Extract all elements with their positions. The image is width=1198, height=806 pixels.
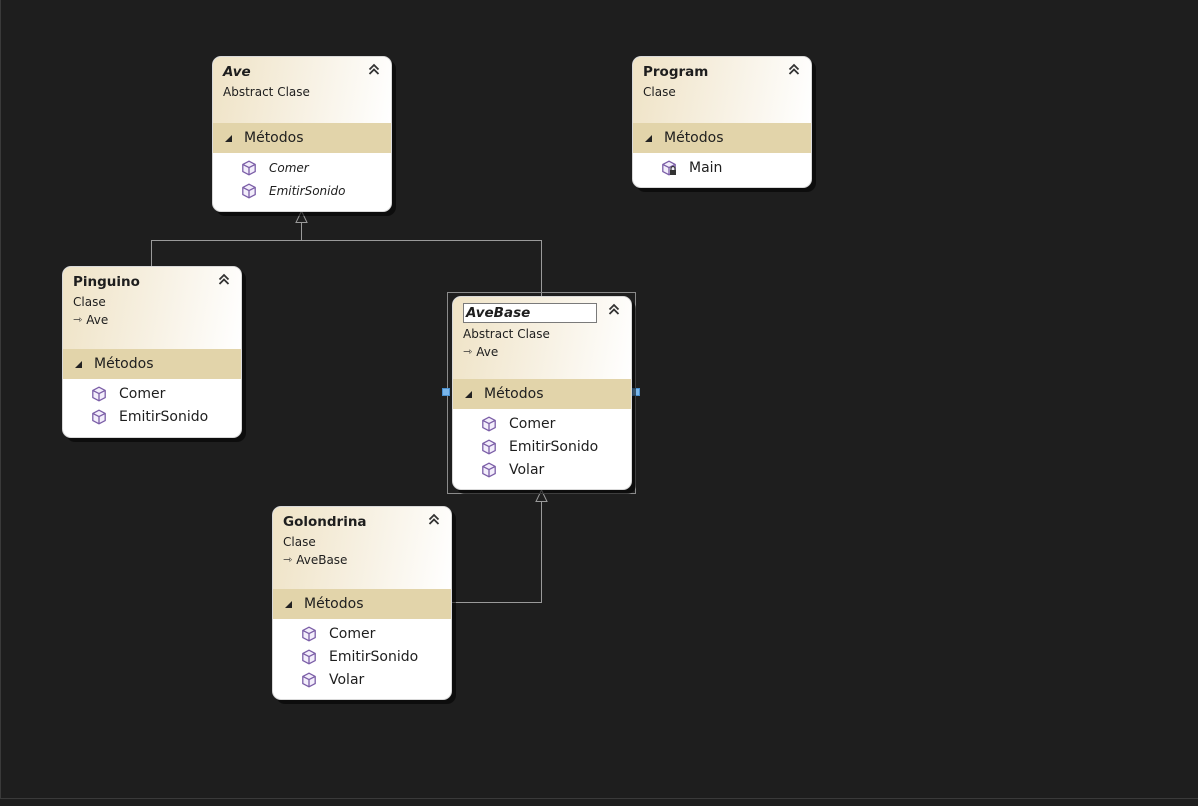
method-lock-icon [661,160,676,176]
connector-avebase-to-ave [301,240,542,296]
methods-section-header[interactable]: Métodos [213,123,391,153]
class-kind: Clase [643,85,676,99]
class-name[interactable]: Pinguino [73,274,140,290]
class-shape-avebase[interactable]: AveBase Abstract Clase ⇾ Ave Métodos Com… [452,296,632,490]
method-cube-icon [91,386,107,402]
class-shape-ave[interactable]: Ave Abstract Clase Métodos Comer EmitirS… [212,56,392,212]
method-name: Comer [119,385,166,402]
connector-pinguino-to-ave [151,223,302,266]
method-cube-icon [481,462,497,478]
methods-section-header[interactable]: Métodos [273,589,451,619]
expanded-triangle-icon[interactable] [285,600,292,608]
method-item[interactable]: Comer [213,156,391,179]
base-class-name: Ave [476,345,499,359]
method-item[interactable]: Comer [453,412,631,435]
resize-handle-right[interactable] [632,388,640,396]
methods-list: Comer EmitirSonido [213,153,391,206]
inheritance-arrowhead-ave [295,209,308,223]
method-name: Volar [329,671,365,688]
inheritance-arrow-icon: ⇾ [283,553,293,566]
methods-list: Comer EmitirSonido [63,379,241,432]
methods-list: Comer EmitirSonido Volar [273,619,451,695]
method-name: Comer [329,625,376,642]
method-item[interactable]: Volar [273,668,451,691]
double-chevron-up-icon[interactable] [787,62,801,76]
class-header: Golondrina Clase ⇾ AveBase [273,507,451,589]
method-item[interactable]: EmitirSonido [273,645,451,668]
method-item[interactable]: EmitirSonido [213,179,391,202]
class-header: Program Clase [633,57,811,123]
double-chevron-up-icon[interactable] [607,302,621,316]
method-cube-icon [241,160,257,176]
method-name: EmitirSonido [269,183,346,198]
class-kind: Abstract Clase [223,85,310,99]
class-header: Ave Abstract Clase [213,57,391,123]
method-item[interactable]: Comer [273,622,451,645]
section-label: Métodos [664,130,724,146]
class-name[interactable]: Ave [223,64,251,80]
class-kind: Abstract Clase [463,327,550,341]
base-class-name: Ave [86,313,109,327]
expanded-triangle-icon[interactable] [75,360,82,368]
class-header: AveBase Abstract Clase ⇾ Ave [453,297,631,379]
class-name[interactable]: AveBase [463,303,597,323]
methods-list: Comer EmitirSonido Volar [453,409,631,485]
method-name: EmitirSonido [509,438,599,455]
resize-handle-left[interactable] [442,388,450,396]
methods-list: Main [633,153,811,183]
double-chevron-up-icon[interactable] [217,272,231,286]
class-shape-pinguino[interactable]: Pinguino Clase ⇾ Ave Métodos Comer Emiti… [62,266,242,438]
expanded-triangle-icon[interactable] [465,390,472,398]
section-label: Métodos [244,130,304,146]
section-label: Métodos [484,386,544,402]
section-label: Métodos [94,356,154,372]
method-cube-icon [301,649,317,665]
methods-section-header[interactable]: Métodos [633,123,811,153]
method-name: Volar [509,461,545,478]
class-name[interactable]: Program [643,64,709,80]
method-name: EmitirSonido [119,408,209,425]
inheritance-arrow-icon: ⇾ [463,345,473,358]
methods-section-header[interactable]: Métodos [63,349,241,379]
class-shape-golondrina[interactable]: Golondrina Clase ⇾ AveBase Métodos Comer… [272,506,452,700]
method-cube-icon [91,409,107,425]
canvas-bottom-border [0,798,1198,799]
method-name: Comer [269,160,309,175]
class-kind: Clase [73,295,106,309]
class-name-editbox[interactable]: AveBase [463,303,621,323]
class-header: Pinguino Clase ⇾ Ave [63,267,241,349]
method-name: Comer [509,415,556,432]
canvas-left-border [0,0,1,798]
class-name[interactable]: Golondrina [283,514,367,530]
double-chevron-up-icon[interactable] [367,62,381,76]
connector-golondrina-to-avebase [452,502,542,603]
method-cube-icon [481,439,497,455]
method-name: Main [689,159,723,176]
method-cube-icon [301,626,317,642]
section-label: Métodos [304,596,364,612]
methods-section-header[interactable]: Métodos [453,379,631,409]
method-name: EmitirSonido [329,648,419,665]
method-item[interactable]: EmitirSonido [453,435,631,458]
method-cube-icon [241,183,257,199]
method-item[interactable]: EmitirSonido [63,405,241,428]
base-class-line: ⇾ Ave [463,343,621,361]
base-class-line: ⇾ AveBase [283,551,441,569]
method-cube-icon [301,672,317,688]
inheritance-arrowhead-avebase [535,488,548,502]
class-shape-program[interactable]: Program Clase Métodos Main [632,56,812,188]
double-chevron-up-icon[interactable] [427,512,441,526]
method-item[interactable]: Main [633,156,811,179]
base-class-name: AveBase [296,553,348,567]
class-kind: Clase [283,535,316,549]
expanded-triangle-icon[interactable] [645,134,652,142]
method-item[interactable]: Volar [453,458,631,481]
base-class-line: ⇾ Ave [73,311,231,329]
method-cube-icon [481,416,497,432]
expanded-triangle-icon[interactable] [225,134,232,142]
inheritance-arrow-icon: ⇾ [73,313,83,326]
method-item[interactable]: Comer [63,382,241,405]
